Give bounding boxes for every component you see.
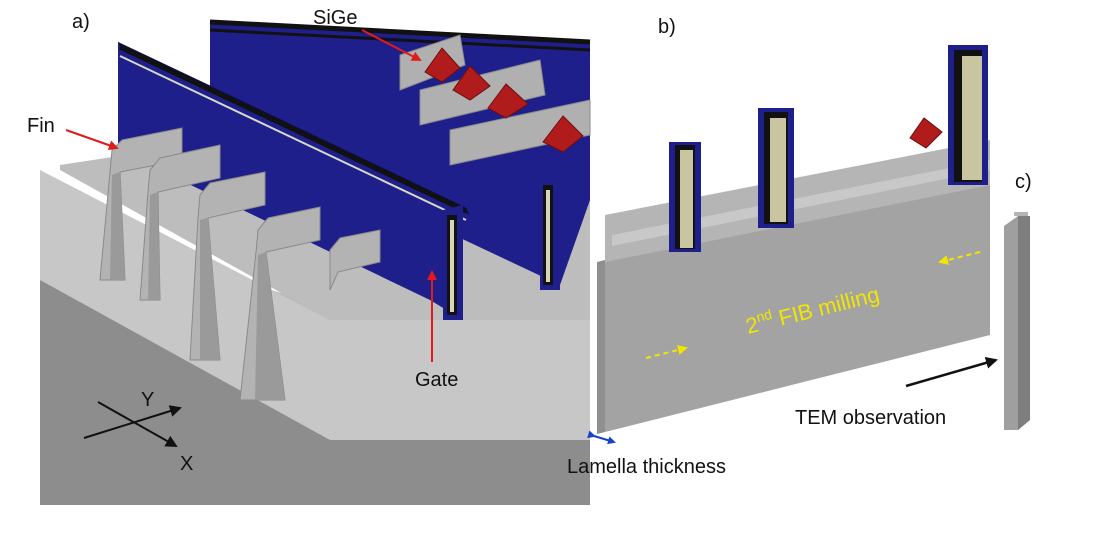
fin-label: Fin xyxy=(27,115,55,137)
lamella-gates xyxy=(669,45,988,252)
panel-a-model xyxy=(40,19,591,505)
sige-arrow xyxy=(361,29,422,61)
axes-indicator xyxy=(83,401,182,447)
sige-epi xyxy=(424,47,584,153)
axis-y-label: Y xyxy=(141,389,154,411)
lamella-sige xyxy=(909,117,943,149)
lamella-body xyxy=(605,180,990,432)
panel-b-model xyxy=(587,45,990,445)
lamella-thickness-label: Lamella thickness xyxy=(567,456,726,478)
sige-label: SiGe xyxy=(313,7,357,29)
panel-c-label: c) xyxy=(1015,171,1032,193)
tem-observation-label: TEM observation xyxy=(795,407,946,429)
gate-label: Gate xyxy=(415,369,458,391)
panel-a-label: a) xyxy=(72,11,90,33)
axis-x-label: X xyxy=(180,453,193,475)
panel-c-model xyxy=(1004,212,1030,430)
panel-b-label: b) xyxy=(658,16,676,38)
substrate-front xyxy=(40,170,590,440)
tem-arrow xyxy=(905,357,998,388)
fin-arrow xyxy=(65,129,119,151)
